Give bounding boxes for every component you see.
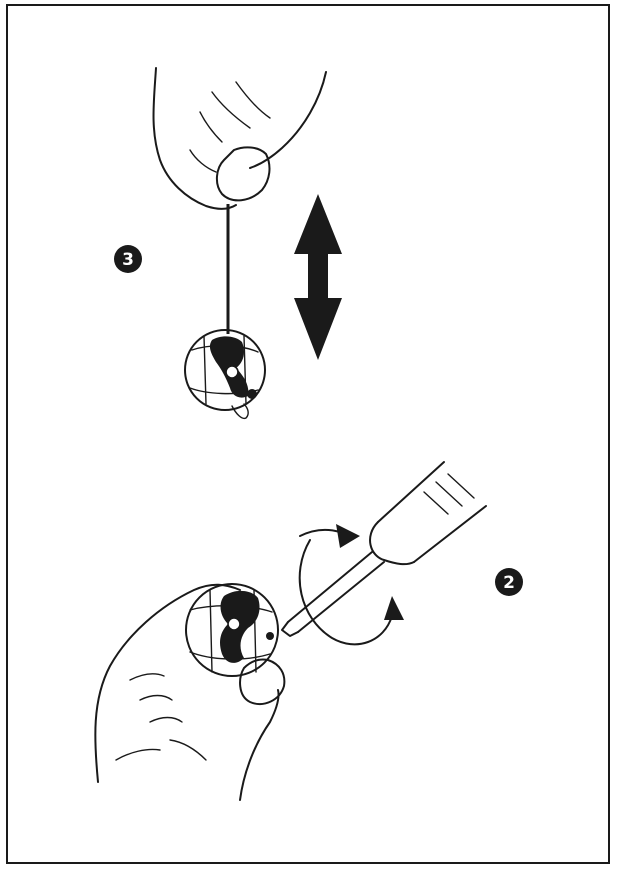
hand-holding-thread <box>152 67 327 210</box>
step-3-badge: 3 <box>114 245 142 273</box>
step-3-number: 3 <box>122 250 134 270</box>
bobbin-case-hanging <box>184 329 266 420</box>
step-2-number: 2 <box>503 573 515 593</box>
hand-holding-bobbin-case <box>94 583 286 801</box>
screwdriver-icon <box>281 461 487 637</box>
illustration-frame <box>6 4 610 864</box>
rotation-arrows-icon <box>298 524 404 646</box>
bobbin-case-held <box>185 583 279 677</box>
step-2-badge: 2 <box>495 568 523 596</box>
up-down-arrow-icon <box>294 194 342 360</box>
